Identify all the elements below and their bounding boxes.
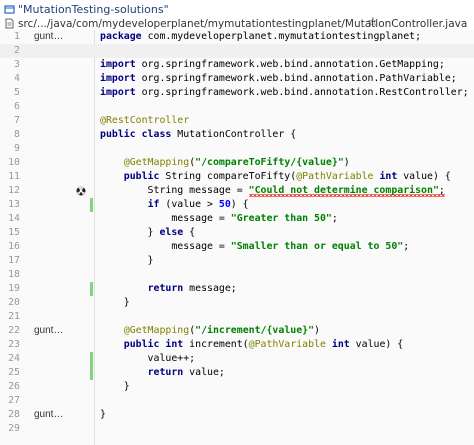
code-line[interactable]: 29 [0, 422, 474, 436]
line-number: 11 [8, 171, 20, 182]
code-line[interactable]: 9 [0, 142, 474, 156]
code-text: if (value > 50) { [147, 199, 249, 210]
code-line[interactable]: 3 import org.springframework.web.bind.ann… [0, 58, 474, 72]
code-text: @RestController [100, 115, 190, 126]
line-number: 6 [14, 101, 20, 112]
gutter-separator [94, 30, 95, 445]
line-number: 15 [8, 227, 20, 238]
code-line[interactable]: 24 value++; [0, 352, 474, 366]
coverage-marker [90, 282, 93, 296]
code-line[interactable]: 2 [0, 44, 474, 58]
line-number: 2 [14, 45, 20, 56]
file-header: "MutationTesting-solutions" src/.../java… [0, 0, 474, 31]
line-number: 1 [14, 31, 20, 42]
code-line[interactable]: 17 } [0, 254, 474, 268]
code-line[interactable]: 12 String message = "Could not determine… [0, 184, 474, 198]
line-number: 12 [8, 185, 20, 196]
line-number: 29 [8, 423, 20, 434]
coverage-marker [90, 198, 93, 212]
code-text: public class MutationController { [100, 129, 297, 140]
file-path[interactable]: src/.../java/com/mydeveloperplanet/mymut… [18, 17, 468, 30]
code-viewer: 1 gunt… package com.mydeveloperplanet.mymu… [0, 30, 474, 445]
code-text: return value; [147, 367, 225, 378]
code-line[interactable]: 18 [0, 268, 474, 282]
line-number: 9 [14, 143, 20, 154]
line-number: 18 [8, 269, 20, 280]
line-number: 14 [8, 213, 20, 224]
repo-name[interactable]: "MutationTesting-solutions" [18, 2, 169, 16]
code-text: public int increment(@PathVariable int v… [123, 339, 404, 350]
code-text: @GetMapping("/compareToFifty/{value}") [123, 157, 350, 168]
line-number: 7 [14, 115, 20, 126]
line-number: 20 [8, 297, 20, 308]
code-line[interactable]: 23 public int increment(@PathVariable in… [0, 338, 474, 352]
line-number: 22 [8, 325, 20, 336]
code-line[interactable]: 4 import org.springframework.web.bind.ann… [0, 72, 474, 86]
line-number: 23 [8, 339, 20, 350]
code-line[interactable]: 19 return message; [0, 282, 474, 296]
code-text: message = "Smaller than or equal to 50"; [100, 241, 410, 252]
code-text: String message = "Could not determine co… [100, 185, 445, 196]
blame-author[interactable]: gunt… [34, 31, 64, 42]
code-line[interactable]: 13 if (value > 50) { [0, 198, 474, 212]
line-number: 27 [8, 395, 20, 406]
file-path-breadcrumb[interactable]: src/.../java/com/mydeveloperplanet/mymut… [4, 17, 467, 30]
code-line[interactable]: 20 } [0, 296, 474, 310]
line-number: 19 [8, 283, 20, 294]
code-text: value++; [100, 353, 196, 364]
repo-breadcrumb[interactable]: "MutationTesting-solutions" [4, 2, 169, 16]
code-text: import org.springframework.web.bind.anno… [100, 59, 445, 70]
coverage-marker [90, 366, 93, 380]
line-number: 8 [14, 129, 20, 140]
code-line[interactable]: 22 gunt… @GetMapping("/increment/{value}"… [0, 324, 474, 338]
line-number: 13 [8, 199, 20, 210]
code-text: } [100, 409, 106, 420]
line-number: 3 [14, 59, 20, 70]
code-line[interactable]: 28 gunt…} [0, 408, 474, 422]
code-text: public String compareToFifty(@PathVariab… [123, 171, 451, 182]
line-number: 16 [8, 241, 20, 252]
code-line[interactable]: 26 } [0, 380, 474, 394]
code-line[interactable]: 6 [0, 100, 474, 114]
file-icon [5, 18, 14, 29]
code-text: return message; [147, 283, 237, 294]
code-line[interactable]: 5 import org.springframework.web.bind.ann… [0, 86, 474, 100]
code-text: import org.springframework.web.bind.anno… [100, 73, 457, 84]
coverage-marker [90, 352, 93, 366]
code-text: } [100, 297, 130, 308]
code-text: package com.mydeveloperplanet.mymutation… [100, 31, 422, 42]
code-line[interactable]: 25 return value; [0, 366, 474, 380]
code-text: } [100, 381, 130, 392]
code-text: import org.springframework.web.bind.anno… [100, 87, 469, 98]
code-text: } [100, 255, 154, 266]
code-line[interactable]: 21 [0, 310, 474, 324]
repo-icon [4, 4, 15, 14]
line-number: 10 [8, 157, 20, 168]
blame-author[interactable]: gunt… [34, 409, 64, 420]
mutant-survived-icon[interactable] [76, 186, 86, 196]
line-number: 5 [14, 87, 20, 98]
line-number: 26 [8, 381, 20, 392]
code-line[interactable]: 27 [0, 394, 474, 408]
line-number: 4 [14, 73, 20, 84]
code-line[interactable]: 10 @GetMapping("/compareToFifty/{value}"… [0, 156, 474, 170]
line-number: 17 [8, 255, 20, 266]
line-number: 28 [8, 409, 20, 420]
code-line[interactable]: 16 message = "Smaller than or equal to 5… [0, 240, 474, 254]
blame-author[interactable]: gunt… [34, 325, 64, 336]
code-line[interactable]: 11 public String compareToFifty(@PathVar… [0, 170, 474, 184]
line-number: 25 [8, 367, 20, 378]
code-line[interactable]: 14 message = "Greater than 50"; [0, 212, 474, 226]
code-text: message = "Greater than 50"; [100, 213, 338, 224]
code-text: } else { [100, 227, 196, 238]
line-number: 24 [8, 353, 20, 364]
code-line[interactable]: 8 public class MutationController { [0, 128, 474, 142]
code-line[interactable]: 7 @RestController [0, 114, 474, 128]
line-number: 21 [8, 311, 20, 322]
code-line[interactable]: 15 } else { [0, 226, 474, 240]
code-text: @GetMapping("/increment/{value}") [123, 325, 320, 336]
favorite-star-icon[interactable]: ☆ [367, 15, 379, 30]
code-line[interactable]: 1 gunt… package com.mydeveloperplanet.mymu… [0, 30, 474, 44]
